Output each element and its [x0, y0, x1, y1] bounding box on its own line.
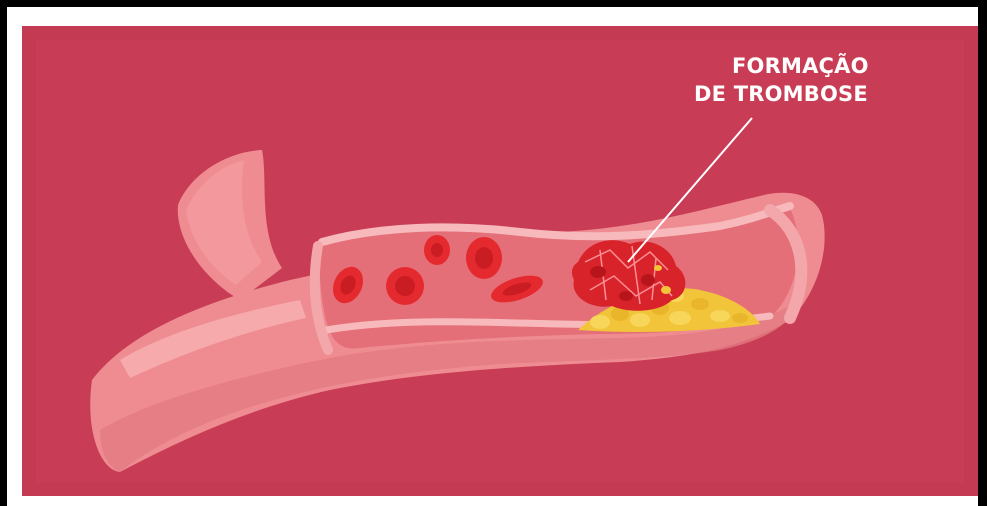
clot-cell	[619, 291, 633, 301]
label-line-2: DE TROMBOSE	[694, 80, 954, 108]
plaque-globule	[590, 315, 610, 329]
red-blood-cell	[431, 243, 443, 257]
red-blood-cell	[475, 247, 493, 269]
thrombosis-label: FORMAÇÃO DE TROMBOSE	[694, 52, 954, 108]
clot-platelet	[661, 286, 671, 294]
clot-cell	[641, 274, 655, 286]
label-line-1: FORMAÇÃO	[694, 52, 954, 80]
red-blood-cell	[395, 276, 415, 296]
plaque-globule	[732, 313, 748, 323]
plaque-globule	[691, 298, 709, 310]
clot-platelet	[654, 265, 662, 271]
plaque-globule	[710, 310, 730, 322]
clot-cell	[590, 266, 606, 278]
plaque-globule	[630, 313, 650, 327]
plaque-globule	[669, 311, 691, 325]
